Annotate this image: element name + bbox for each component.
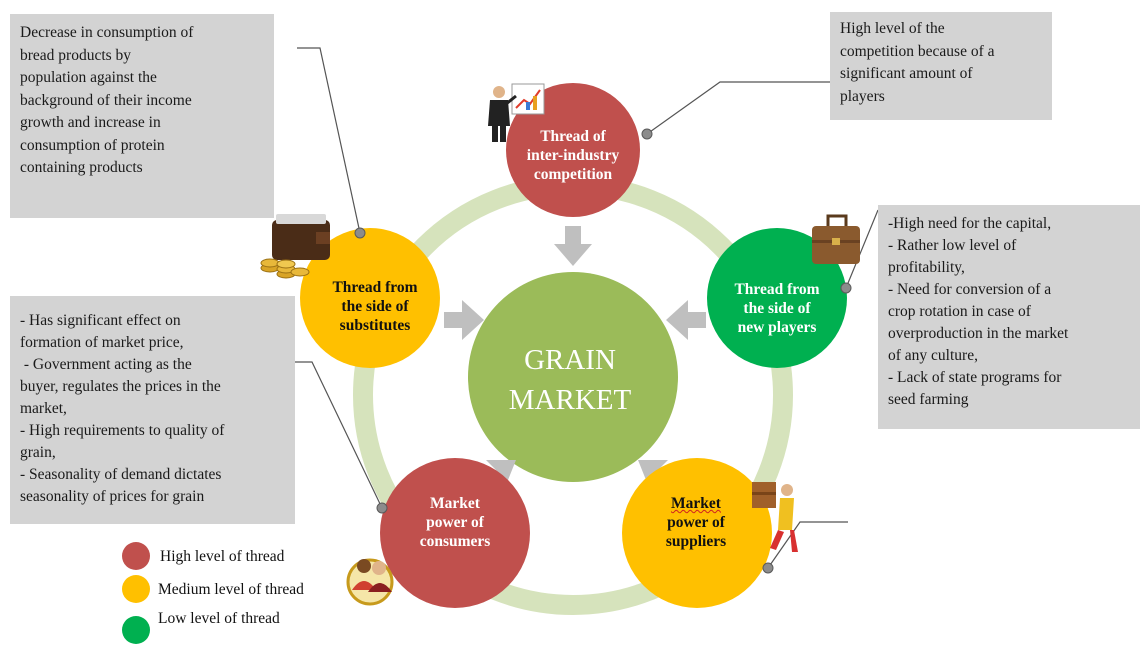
businessman-chart-icon [488, 83, 545, 142]
leader-lines [290, 47, 879, 569]
grain-market-circle [468, 272, 678, 482]
arrow-left [444, 300, 484, 340]
legend-swatches [122, 542, 150, 644]
competition-note: High level of the competition because of… [830, 12, 1052, 120]
suppliers-circle [622, 458, 772, 608]
competition-label: Thread of inter-industry competition [526, 128, 620, 183]
consumers-label: Market power of consumers [419, 495, 491, 550]
competition-circle [506, 83, 640, 217]
substitutes-circle [300, 228, 440, 368]
grain-market-label: GRAIN MARKET [508, 344, 632, 416]
new-players-note: -High need for the capital, - Rather low… [878, 205, 1140, 429]
new-players-label: Thread from the side of new players [734, 281, 820, 336]
delivery-man-icon [752, 482, 798, 552]
substitutes-label: Thread from the side of substitutes [332, 279, 418, 334]
substitutes-note: Decrease in consumption of bread product… [10, 14, 274, 218]
arrow-right [666, 300, 706, 340]
wallet-coins-icon [260, 214, 330, 279]
arrow-top [554, 226, 592, 266]
legend-item-high: High level of thread [160, 548, 285, 565]
new-players-circle [707, 228, 847, 368]
legend-item-medium: Medium level of thread [158, 581, 304, 598]
consumers-note: - Has significant effect on formation of… [10, 296, 295, 524]
legend-item-low: Low level of thread [158, 610, 280, 627]
briefcase-icon [812, 214, 860, 264]
consumers-circle [380, 458, 530, 608]
suppliers-label: Market power of suppliers [665, 495, 727, 550]
consumers-icon [346, 558, 394, 606]
connector-dots [354, 128, 852, 574]
